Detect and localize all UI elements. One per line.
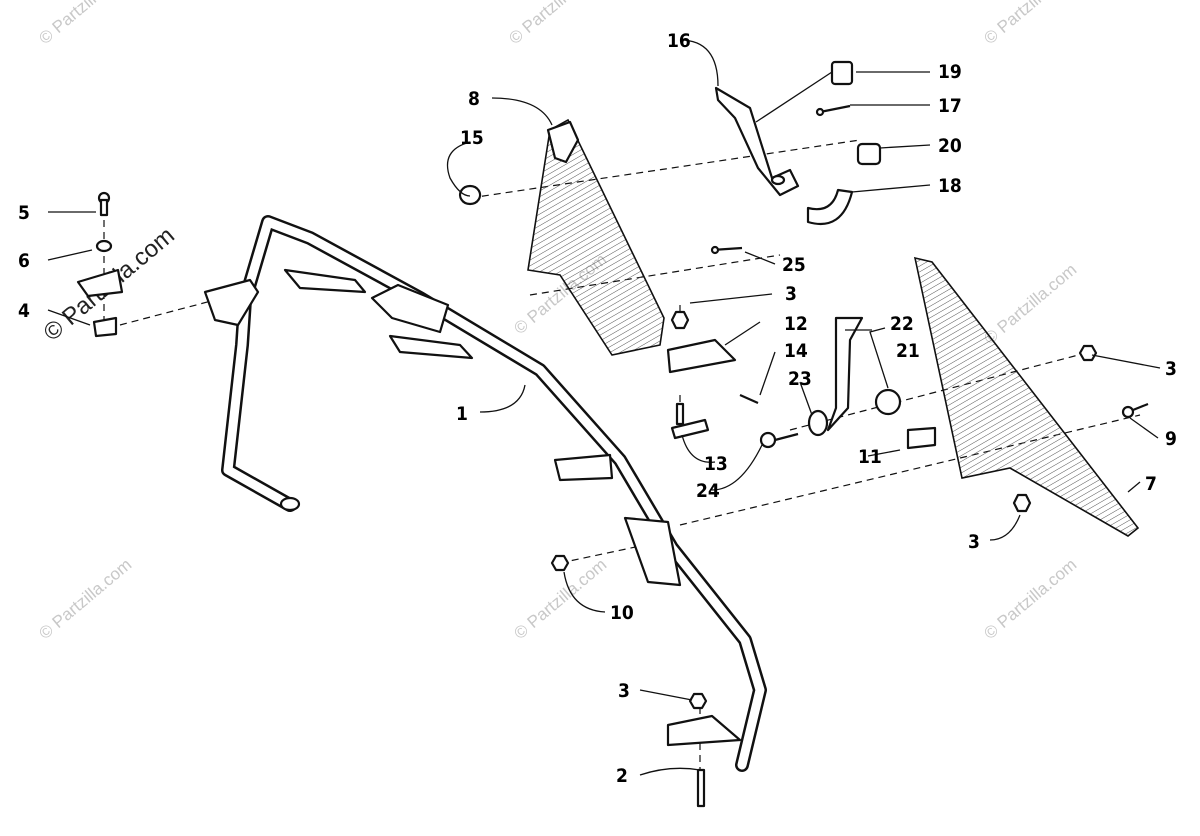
callout-3-right: 3 (1165, 358, 1177, 380)
part-15 (458, 184, 482, 206)
part-11 (906, 426, 937, 450)
callout-12: 12 (784, 313, 808, 335)
callout-15: 15 (460, 127, 484, 149)
callout-23: 23 (788, 368, 812, 390)
callout-10: 10 (610, 602, 634, 624)
callout-8: 8 (468, 88, 480, 110)
callout-21: 21 (896, 340, 920, 362)
callout-22: 22 (890, 313, 914, 335)
bracket (714, 86, 800, 197)
part-20 (856, 142, 882, 166)
watermark: © Partzilla.com (35, 0, 135, 48)
part-19 (830, 60, 854, 86)
callout-1: 1 (456, 403, 468, 425)
callout-3-center: 3 (785, 283, 797, 305)
callout-9: 9 (1165, 428, 1177, 450)
part-17-head (815, 107, 825, 117)
watermark: © Partzilla.com (505, 0, 605, 48)
callout-11: 11 (858, 446, 882, 468)
watermark-layer: © Partzilla.com © Partzilla.com © Partzi… (35, 0, 1080, 643)
callout-3-bottom: 3 (618, 680, 630, 702)
callout-24: 24 (696, 480, 720, 502)
callout-6: 6 (18, 250, 30, 272)
watermark: © Partzilla.com (980, 555, 1080, 643)
part-23 (807, 409, 829, 437)
part-17 (819, 104, 851, 114)
callout-labels: 1 2 3 3 3 3 4 5 6 7 8 9 10 11 12 13 14 1… (18, 30, 1177, 787)
callout-4: 4 (18, 300, 30, 322)
callout-3-lower: 3 (968, 531, 980, 553)
callout-14: 14 (784, 340, 808, 362)
callout-7: 7 (1145, 473, 1157, 495)
callout-13: 13 (704, 453, 728, 475)
watermark: © Partzilla.com (980, 260, 1080, 348)
part-10 (550, 554, 570, 572)
part-3-a (670, 310, 690, 330)
callout-25: 25 (782, 254, 806, 276)
callout-2: 2 (616, 765, 628, 787)
part-18 (806, 188, 854, 226)
side-panel-left (527, 118, 665, 356)
part-4 (92, 316, 118, 338)
part-3-c (1012, 493, 1032, 513)
callout-20: 20 (938, 135, 962, 157)
part-14 (739, 393, 759, 405)
part-6-plate (76, 268, 124, 298)
small-parts (76, 60, 1149, 808)
part-22 (826, 316, 864, 432)
part-6 (95, 239, 113, 253)
callout-17: 17 (938, 95, 962, 117)
part-3-d (688, 692, 708, 710)
part-12 (666, 338, 737, 374)
leader-lines (47, 39, 1161, 776)
watermark: © Partzilla.com (980, 0, 1080, 48)
part-24 (774, 432, 799, 442)
part-3-b (1078, 344, 1098, 362)
callout-18: 18 (938, 175, 962, 197)
part-13 (670, 418, 710, 440)
callout-5: 5 (18, 202, 30, 224)
side-panel-right (913, 256, 1140, 537)
part-13-stud (675, 402, 685, 426)
part-21 (874, 388, 902, 416)
part-2 (696, 768, 706, 808)
watermark: © Partzilla.com (35, 555, 135, 643)
bumper-frame (203, 215, 767, 772)
callout-19: 19 (938, 61, 962, 83)
callout-16: 16 (667, 30, 691, 52)
